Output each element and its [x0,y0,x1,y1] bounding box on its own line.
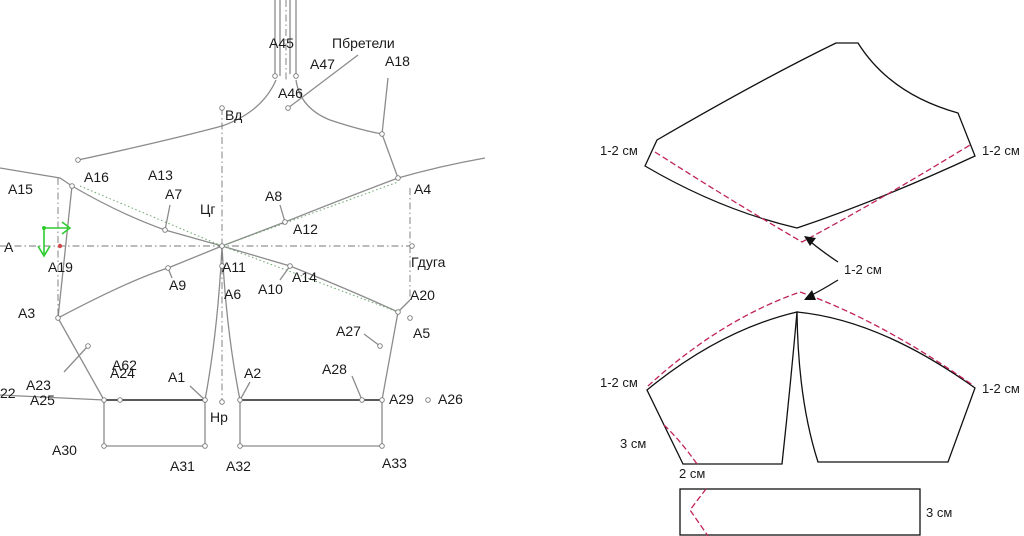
label-a27: A27 [336,323,361,339]
label-a12: A12 [293,221,318,237]
lower-cup-seam-line [647,291,975,387]
label-cg: Цг [200,201,215,217]
strap-a18-line [381,77,389,135]
allowance-mid-left: 1-2 см [600,375,638,390]
dotted-right-upper [221,181,399,247]
label-a18: A18 [385,53,410,69]
a2-tick [239,381,251,401]
label-a5: A5 [413,325,430,341]
allowance-top-left: 1-2 см [600,143,638,158]
label-a26: A26 [438,391,463,407]
a18-a4-line [381,133,399,179]
label-a45: A45 [269,35,294,51]
right-upper-line [397,157,486,179]
band-piece [679,488,921,536]
label-a14: A14 [292,269,317,285]
label-a2: A2 [244,365,261,381]
label-a3: A3 [18,305,35,321]
upper-cup-left [71,185,223,247]
label-a1: A1 [168,369,185,385]
label-a46: A46 [278,85,303,101]
lower-cup-left [57,245,223,319]
label-a7: A7 [165,186,182,202]
label-a30: A30 [52,442,77,458]
band-right [239,400,383,447]
bodice-draft: A45 Пбретели A47 A18 A46 Вд A15 A16 A13 … [0,0,486,474]
label-a22: 22 [0,385,16,401]
label-a32: A32 [226,458,251,474]
a1-tick [189,385,206,401]
arrow-icon [804,236,839,300]
lower-cup-left-piece [646,311,798,465]
label-a9: A9 [169,277,186,293]
strap-line [274,0,297,76]
strap-a47-line [287,54,359,109]
label-a25: A25 [30,392,55,408]
label-a4: A4 [414,181,431,197]
label-a15: A15 [8,181,33,197]
allowance-top-right: 1-2 см [982,143,1020,158]
a10-tick [279,265,291,281]
upper-cup-seam-line [654,144,971,243]
upper-cup-piece [644,42,976,229]
upper-cup-right [221,177,399,247]
a8-tick [279,204,286,223]
label-a13: A13 [148,167,173,183]
label-a33: A33 [382,455,407,471]
coordinate-gizmo-icon [37,221,72,258]
band-seam-line [689,488,709,536]
band-left [103,400,206,447]
label-a6: A6 [224,286,241,302]
right-neckline [295,79,383,135]
label-np: Нр [210,409,228,425]
a7-tick [164,204,171,231]
label-a23: A23 [26,377,51,393]
label-a10: A10 [258,281,283,297]
left-side-seam [57,317,105,401]
left-neckline [77,79,277,161]
label-a20: A20 [410,287,435,303]
label-a19: A19 [48,259,73,275]
label-a16: A16 [84,169,109,185]
allowance-band-3cm: 3 см [926,505,952,520]
a28-tick [351,375,363,401]
allowance-bottom-2cm: 2 см [679,466,705,481]
label-a47: A47 [310,56,335,72]
label-a62: A62 [112,357,137,373]
label-a24: A24 [110,365,135,381]
dotted-lower-right [221,245,399,313]
a23-tick [63,345,89,373]
lower-cup-right [221,245,399,313]
label-a31: A31 [170,458,195,474]
label-a11: A11 [222,259,246,275]
label-vd: Вд [225,107,242,123]
label-gduga: Гдуга [411,254,446,270]
left-side-upper [57,185,73,319]
lower-cup-hem-seam [663,424,698,465]
allowance-middle: 1-2 см [844,262,882,277]
center-front-left [204,245,223,401]
cut-pieces: 1-2 см 1-2 см 1-2 см 1-2 см 1-2 см 3 см … [600,42,1020,536]
allowance-mid-right: 1-2 см [982,381,1020,396]
dotted-left-upper [79,185,223,247]
underbust-ext-left [0,394,105,401]
label-a28: A28 [322,361,347,377]
label-a29: A29 [389,391,414,407]
label-pbreteli: Пбретели [332,35,395,51]
label-a: A [4,239,14,255]
a27-tick [363,333,381,347]
allowance-left-3cm: 3 см [620,436,646,451]
right-side-upper [397,299,411,313]
right-side-seam [381,311,399,401]
label-a8: A8 [265,188,282,204]
lower-cup-right-piece [796,311,976,463]
draft-points [55,73,431,449]
upper-side-line [0,167,73,187]
